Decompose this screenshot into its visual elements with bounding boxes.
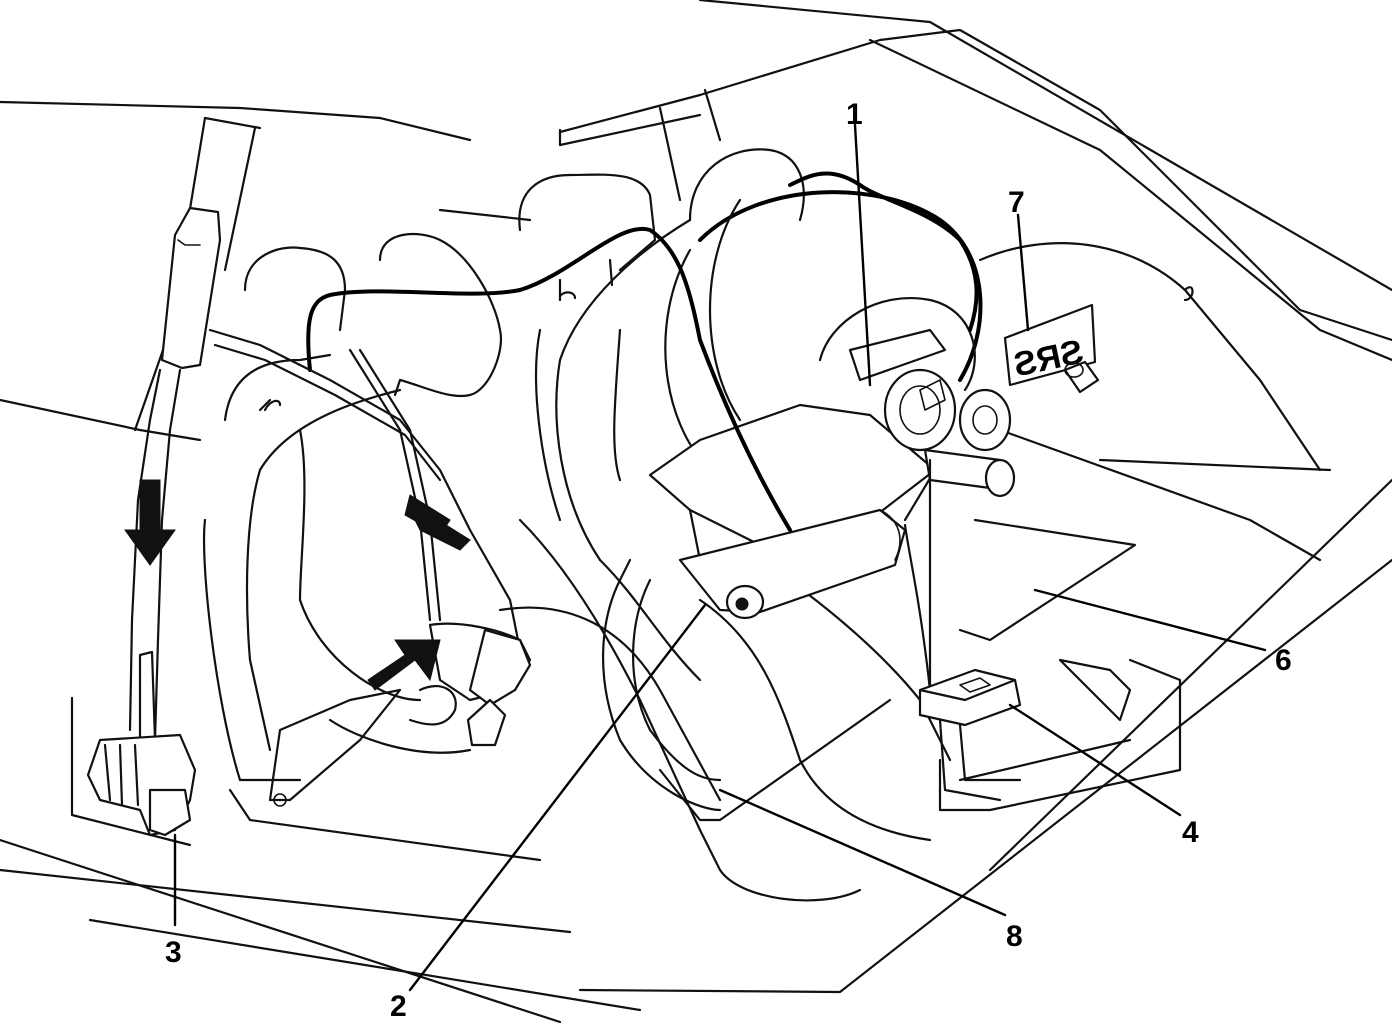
seat-belt <box>208 328 532 807</box>
arrow-upleft-icon <box>404 494 451 536</box>
airbag-wiring-harness <box>306 171 979 812</box>
belt-direction-arrows <box>124 479 471 691</box>
passenger-inflator <box>678 508 907 620</box>
leader-6 <box>1033 588 1267 652</box>
callout-3: 3 <box>165 936 182 969</box>
steering-wheel <box>648 190 983 562</box>
floor-panels <box>658 518 1137 822</box>
leader-1 <box>853 123 872 387</box>
leader-7 <box>1016 213 1030 332</box>
passenger-seat <box>202 246 347 782</box>
callout-numbers: 1 2 3 4 6 7 8 <box>165 98 1292 1023</box>
passenger-figure <box>245 232 862 902</box>
leader-2 <box>408 603 707 992</box>
callout-2: 2 <box>390 990 407 1023</box>
callout-1: 1 <box>846 98 863 131</box>
callout-8: 8 <box>1006 920 1023 953</box>
leader-8 <box>718 788 1007 917</box>
callout-leaders <box>173 123 1267 992</box>
belt-pretensioner <box>86 206 222 837</box>
airbag-module <box>883 368 1016 498</box>
leader-4 <box>1008 703 1182 817</box>
arrow-upright-icon <box>367 639 441 691</box>
control-unit <box>918 668 1022 802</box>
callout-7: 7 <box>1008 186 1025 219</box>
callout-6: 6 <box>1275 644 1292 677</box>
driver-seat <box>438 173 657 582</box>
srs-indicator-label: SRS <box>1003 303 1100 394</box>
arrow-down-icon <box>124 479 176 566</box>
callout-4: 4 <box>1182 816 1199 849</box>
